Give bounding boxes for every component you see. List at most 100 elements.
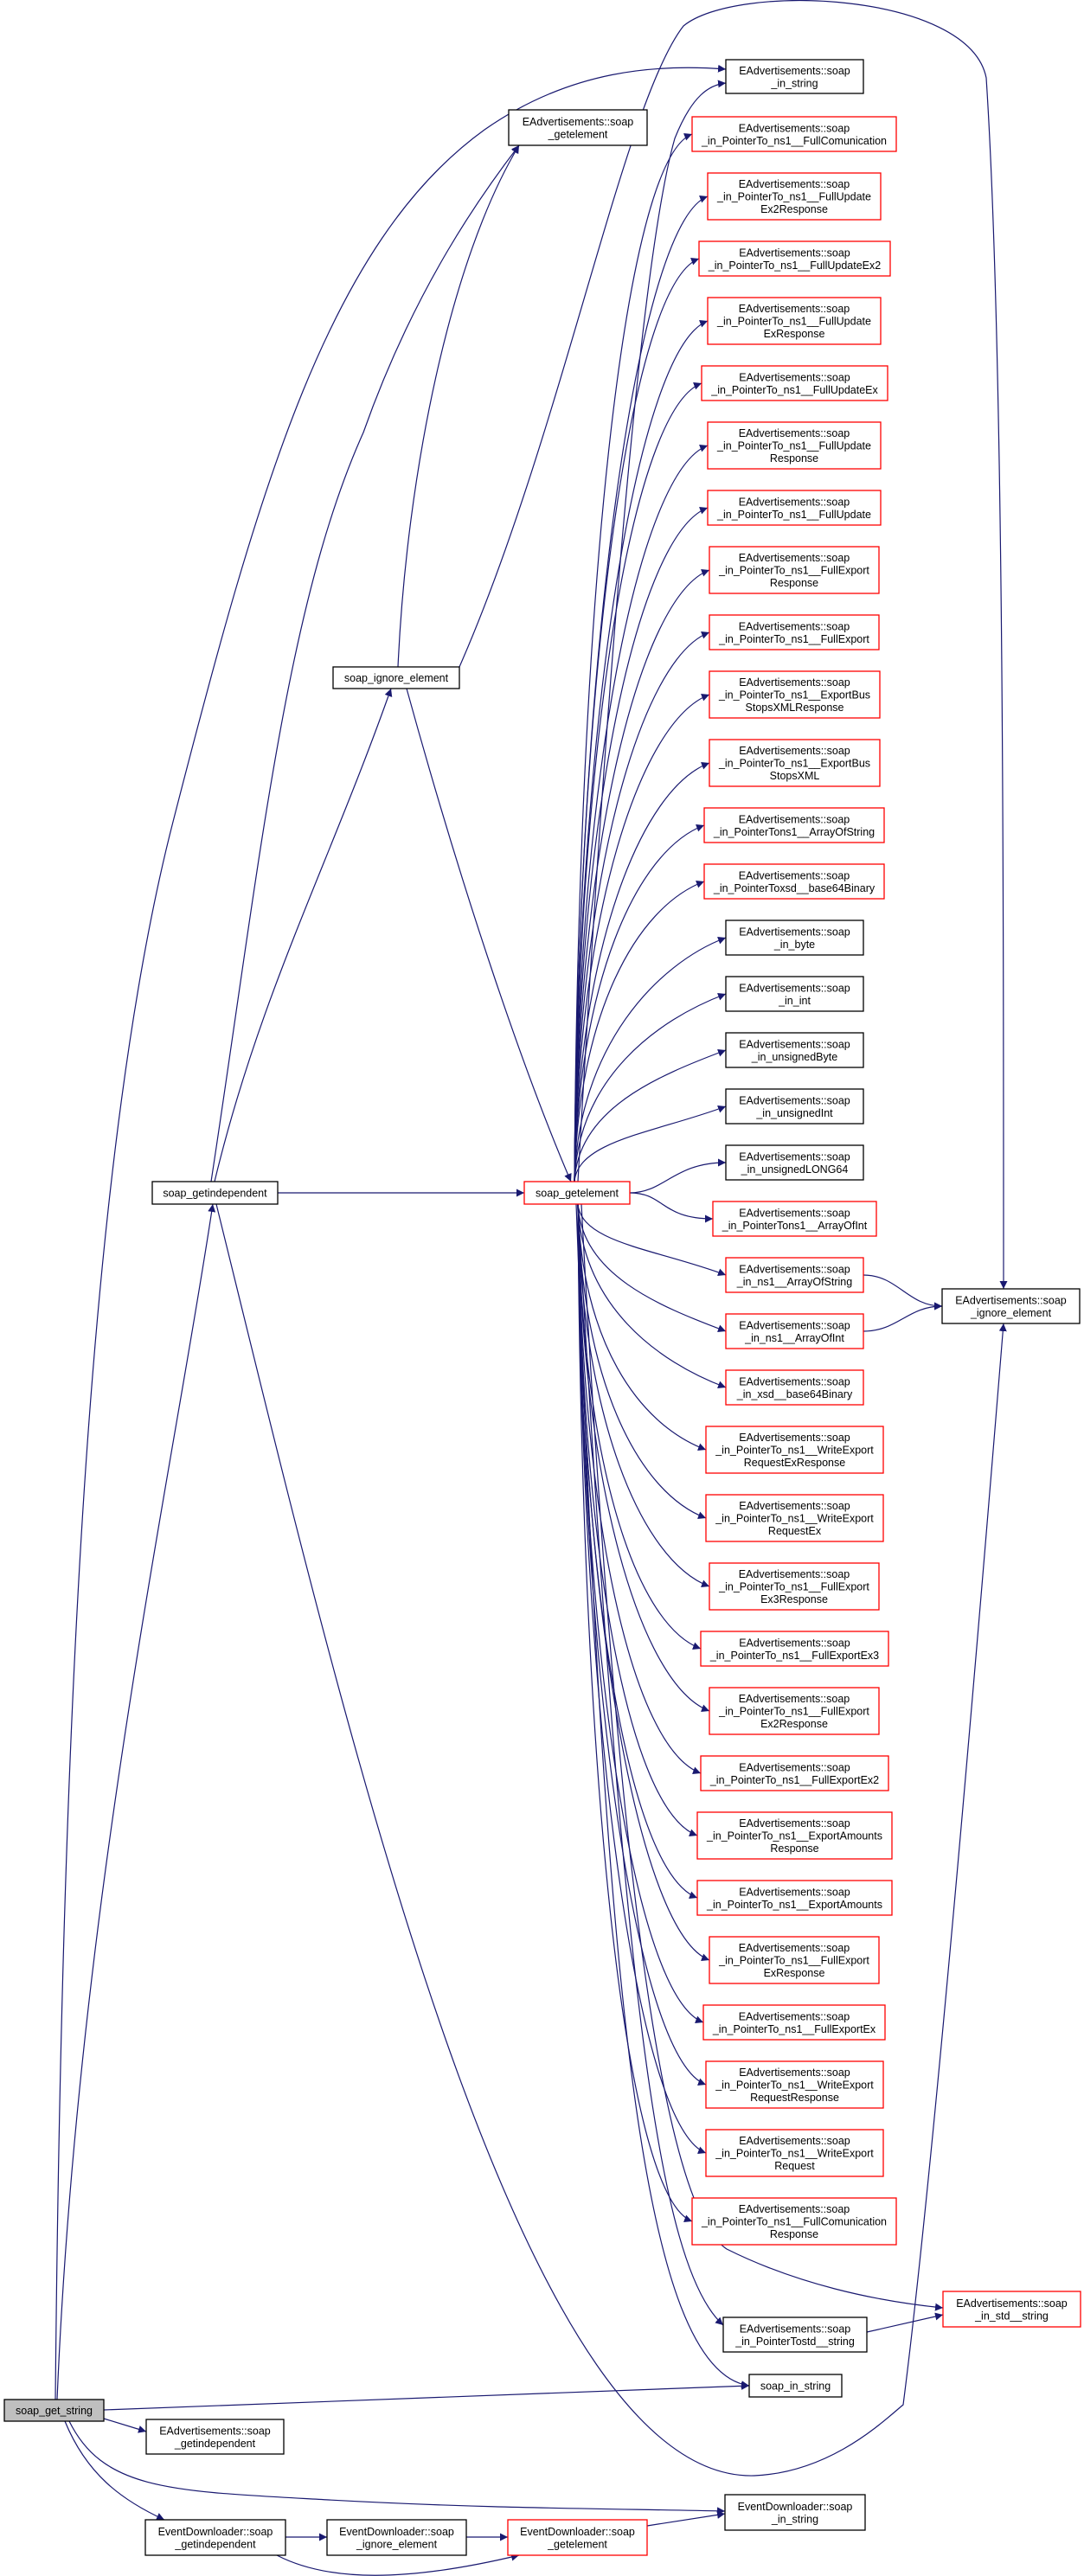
node-label: EAdvertisements::soap (739, 247, 850, 259)
node-label: _getindependent (174, 2538, 256, 2550)
graph-node-m22[interactable]: EAdvertisements::soap_in_xsd__base64Bina… (725, 1369, 864, 1406)
node-label: Request (774, 2160, 815, 2172)
node-label: EAdvertisements::soap (739, 303, 850, 315)
graph-node-ignore-element[interactable]: soap_ignore_element (332, 666, 460, 689)
graph-node-ed-ignore-element[interactable]: EventDownloader::soap_ignore_element (326, 2519, 467, 2556)
graph-node-ed-getindependent[interactable]: EventDownloader::soap_getindependent (144, 2519, 286, 2556)
graph-node-m4[interactable]: EAdvertisements::soap_in_PointerTo_ns1__… (707, 297, 882, 345)
node-label: Ex3Response (760, 1593, 828, 1605)
graph-node-m34[interactable]: EAdvertisements::soap_in_PointerTo_ns1__… (705, 2129, 884, 2177)
node-label: _in_PointerTo_ns1__WriteExport (715, 2148, 874, 2160)
graph-node-m15[interactable]: EAdvertisements::soap_in_int (725, 976, 864, 1012)
graph-node-pointer-std-string[interactable]: EAdvertisements::soap_in_PointerTostd__s… (722, 2316, 868, 2353)
node-label: _ignore_element (970, 1307, 1052, 1319)
node-box (691, 2197, 897, 2246)
node-box (508, 109, 648, 146)
node-box (707, 297, 882, 345)
graph-node-m29[interactable]: EAdvertisements::soap_in_PointerTo_ns1__… (696, 1811, 893, 1860)
graph-node-m35[interactable]: EAdvertisements::soap_in_PointerTo_ns1__… (691, 2197, 897, 2246)
edge-getelement-to-m10 (574, 693, 710, 1182)
edge-m20-to-ea-ignore-element (863, 1274, 943, 1310)
node-box (698, 240, 891, 277)
edge-getelement-to-m34 (577, 1203, 707, 2155)
graph-node-m33[interactable]: EAdvertisements::soap_in_PointerTo_ns1__… (705, 2060, 884, 2109)
graph-node-m32[interactable]: EAdvertisements::soap_in_PointerTo_ns1__… (702, 2004, 886, 2041)
node-label: EAdvertisements::soap (739, 926, 850, 938)
edge-getelement-to-m20 (577, 1203, 727, 1277)
graph-node-m30[interactable]: EAdvertisements::soap_in_PointerTo_ns1__… (696, 1880, 893, 1916)
graph-node-m14[interactable]: EAdvertisements::soap_in_byte (725, 920, 864, 956)
graph-node-ea-getelement[interactable]: EAdvertisements::soap_getelement (508, 109, 648, 146)
node-box (705, 1494, 884, 1542)
node-label: _in_PointerTo_ns1__FullComunication (701, 2216, 887, 2228)
graph-node-m17[interactable]: EAdvertisements::soap_in_unsignedInt (725, 1088, 864, 1125)
edge-getelement-to-m4 (574, 319, 709, 1182)
graph-node-getelement[interactable]: soap_getelement (523, 1181, 631, 1205)
graph-node-soap-in-string[interactable]: soap_in_string (748, 2374, 843, 2398)
graph-node-m13[interactable]: EAdvertisements::soap_in_PointerToxsd__b… (703, 863, 885, 900)
node-label: EAdvertisements::soap (739, 1094, 850, 1106)
node-label: EventDownloader::soap (738, 2501, 853, 2513)
node-box (523, 1181, 631, 1205)
graph-node-m31[interactable]: EAdvertisements::soap_in_PointerTo_ns1__… (709, 1936, 880, 1984)
graph-node-m23[interactable]: EAdvertisements::soap_in_PointerTo_ns1__… (705, 1426, 884, 1474)
graph-node-m10[interactable]: EAdvertisements::soap_in_PointerTo_ns1__… (709, 670, 881, 719)
edge-getelement-to-m13 (574, 880, 705, 1182)
node-label: EAdvertisements::soap (739, 1886, 850, 1898)
graph-node-ed-in-string[interactable]: EventDownloader::soap_in_string (724, 2494, 866, 2531)
node-label: EAdvertisements::soap (955, 1294, 1067, 1306)
node-label: _in_PointerTo_ns1__FullComunication (701, 135, 887, 147)
graph-node-m20[interactable]: EAdvertisements::soap_in_ns1__ArrayOfStr… (725, 1257, 864, 1293)
graph-node-m28[interactable]: EAdvertisements::soap_in_PointerTo_ns1__… (700, 1755, 889, 1791)
node-label: EAdvertisements::soap (739, 1817, 850, 1829)
node-label: _in_PointerTo_ns1__FullUpdate (716, 440, 871, 452)
graph-node-get-string[interactable]: soap_get_string (3, 2399, 105, 2422)
graph-node-m12[interactable]: EAdvertisements::soap_in_PointerTons1__A… (703, 807, 885, 843)
node-label: EAdvertisements::soap (739, 982, 850, 994)
node-label: _ignore_element (356, 2538, 438, 2550)
graph-node-m5[interactable]: EAdvertisements::soap_in_PointerTo_ns1__… (701, 365, 888, 401)
graph-node-m25[interactable]: EAdvertisements::soap_in_PointerTo_ns1__… (709, 1562, 880, 1611)
graph-node-m24[interactable]: EAdvertisements::soap_in_PointerTo_ns1__… (705, 1494, 884, 1542)
node-box (709, 546, 880, 594)
graph-node-m26[interactable]: EAdvertisements::soap_in_PointerTo_ns1__… (700, 1631, 889, 1667)
node-label: EAdvertisements::soap (739, 1432, 850, 1444)
graph-node-m16[interactable]: EAdvertisements::soap_in_unsignedByte (725, 1032, 864, 1068)
graph-node-m1[interactable]: EAdvertisements::soap_in_PointerTo_ns1__… (691, 116, 897, 152)
edge-getelement-to-m9 (574, 631, 710, 1182)
graph-node-m11[interactable]: EAdvertisements::soap_in_PointerTo_ns1__… (709, 739, 881, 787)
node-label: _in_PointerTo_ns1__FullUpdate (716, 509, 871, 521)
node-box (725, 976, 864, 1012)
graph-node-ea-getindependent[interactable]: EAdvertisements::soap_getindependent (145, 2419, 285, 2455)
graph-node-getindependent[interactable]: soap_getindependent (151, 1181, 279, 1205)
node-label: EAdvertisements::soap (739, 1319, 850, 1331)
graph-node-m7[interactable]: EAdvertisements::soap_in_PointerTo_ns1__… (707, 490, 882, 526)
graph-node-ea-ignore-element[interactable]: EAdvertisements::soap_ignore_element (941, 1288, 1081, 1324)
node-label: _in_PointerTo_ns1__FullExport (718, 1955, 869, 1967)
node-label: EAdvertisements::soap (739, 1637, 850, 1649)
node-label: EventDownloader::soap (339, 2526, 454, 2538)
graph-node-ea-in-string[interactable]: EAdvertisements::soap_in_string (725, 59, 864, 94)
node-label: _in_string (771, 2513, 818, 2525)
graph-node-ed-getelement[interactable]: EventDownloader::soap_getelement (507, 2519, 648, 2556)
node-box (705, 1426, 884, 1474)
graph-node-m6[interactable]: EAdvertisements::soap_in_PointerTo_ns1__… (707, 421, 882, 470)
node-label: _in_PointerTo_ns1__FullExport (718, 1581, 869, 1593)
graph-node-in-std-string[interactable]: EAdvertisements::soap_in_std__string (942, 2291, 1081, 2328)
node-label: _in_PointerTons1__ArrayOfInt (722, 1220, 868, 1232)
graph-node-m3[interactable]: EAdvertisements::soap_in_PointerTo_ns1__… (698, 240, 891, 277)
graph-node-m27[interactable]: EAdvertisements::soap_in_PointerTo_ns1__… (709, 1687, 880, 1735)
graph-node-m8[interactable]: EAdvertisements::soap_in_PointerTo_ns1__… (709, 546, 880, 594)
node-label: Ex2Response (760, 1718, 828, 1730)
edge-ignore-element-to-ea-ignore-element (459, 0, 1008, 1290)
graph-node-m18[interactable]: EAdvertisements::soap_in_unsignedLONG64 (725, 1144, 864, 1181)
graph-node-m2[interactable]: EAdvertisements::soap_in_PointerTo_ns1__… (707, 172, 882, 221)
edge-pointer-std-string-to-in-std-string (866, 2312, 944, 2333)
node-label: _getelement (548, 128, 608, 140)
graph-node-m19[interactable]: EAdvertisements::soap_in_PointerTons1__A… (712, 1201, 877, 1237)
graph-node-m9[interactable]: EAdvertisements::soap_in_PointerTo_ns1__… (709, 614, 880, 650)
node-box (696, 1880, 893, 1916)
edge-m21-to-ea-ignore-element (863, 1302, 943, 1332)
node-box (151, 1181, 279, 1205)
graph-node-m21[interactable]: EAdvertisements::soap_in_ns1__ArrayOfInt (725, 1313, 864, 1349)
